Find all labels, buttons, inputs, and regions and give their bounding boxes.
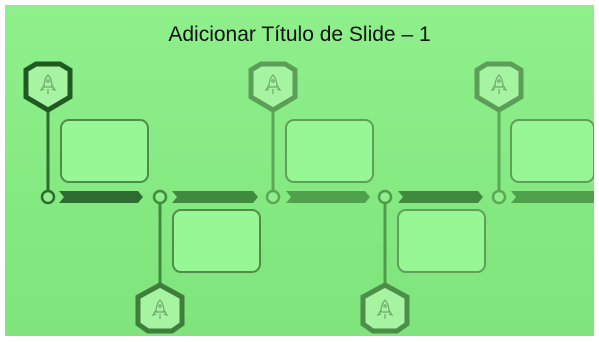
timeline-node-5 <box>491 189 507 205</box>
timeline-diagram <box>23 61 594 334</box>
content-box-1 <box>60 119 149 183</box>
timeline-arrow-2 <box>172 191 258 203</box>
rocket-icon <box>39 74 57 94</box>
milestone-5 <box>474 61 594 205</box>
timeline-arrows <box>59 191 594 203</box>
rocket-icon <box>376 299 394 319</box>
milestone-2-hexagon <box>135 282 185 334</box>
rocket-icon <box>490 74 508 94</box>
content-box-5 <box>510 119 594 183</box>
content-box-3 <box>285 119 374 183</box>
timeline-arrow-1 <box>59 191 143 203</box>
milestone-2 <box>135 189 261 334</box>
timeline-node-3 <box>265 189 281 205</box>
timeline-arrow-3 <box>286 191 370 203</box>
timeline-arrow-5 <box>511 191 594 203</box>
rocket-icon <box>264 74 282 94</box>
timeline-arrow-4 <box>398 191 483 203</box>
slide-title: Adicionar Título de Slide – 1 <box>168 23 431 46</box>
slide-canvas: Adicionar Título de Slide – 1 <box>5 5 594 336</box>
timeline-node-4 <box>377 189 393 205</box>
milestone-4 <box>360 189 486 334</box>
timeline-node-2 <box>152 189 168 205</box>
rocket-icon <box>151 299 169 319</box>
timeline-node-1 <box>40 189 56 205</box>
content-box-2 <box>172 209 261 273</box>
milestone-1 <box>23 61 149 205</box>
content-box-4 <box>397 209 486 273</box>
milestone-3 <box>248 61 374 205</box>
milestone-4-hexagon <box>360 282 410 334</box>
